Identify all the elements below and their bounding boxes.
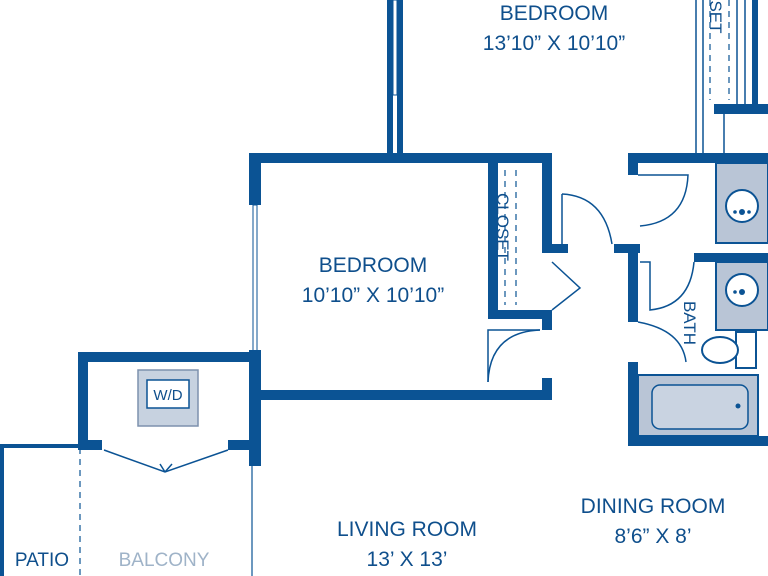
bathtub — [637, 374, 759, 437]
door-swings — [103, 0, 746, 473]
bedroom-top-size: 13’10” X 10’10” — [483, 32, 625, 55]
dashed-lines — [79, 0, 730, 576]
bath-label: BATH — [680, 301, 699, 345]
washer-dryer-label: W/D — [153, 387, 182, 404]
toilet — [701, 331, 757, 369]
living-room-size: 13’ X 13’ — [367, 548, 448, 571]
closet-label: CLOSET — [493, 193, 512, 261]
dining-room-size: 8’6” X 8’ — [614, 525, 691, 548]
living-room-name: LIVING ROOM — [337, 518, 477, 541]
closet-top-label: SET — [706, 0, 725, 33]
bedroom-top-name: BEDROOM — [500, 2, 609, 25]
sink-lower — [715, 261, 768, 331]
sink-upper — [715, 162, 768, 244]
washer-dryer: W/D — [137, 369, 199, 427]
dining-room-name: DINING ROOM — [581, 495, 726, 518]
bedroom-mid-name: BEDROOM — [319, 254, 428, 277]
patio-label: PATIO — [15, 550, 69, 571]
balcony-label: BALCONY — [119, 550, 210, 571]
bedroom-mid-size: 10’10” X 10’10” — [302, 284, 444, 307]
